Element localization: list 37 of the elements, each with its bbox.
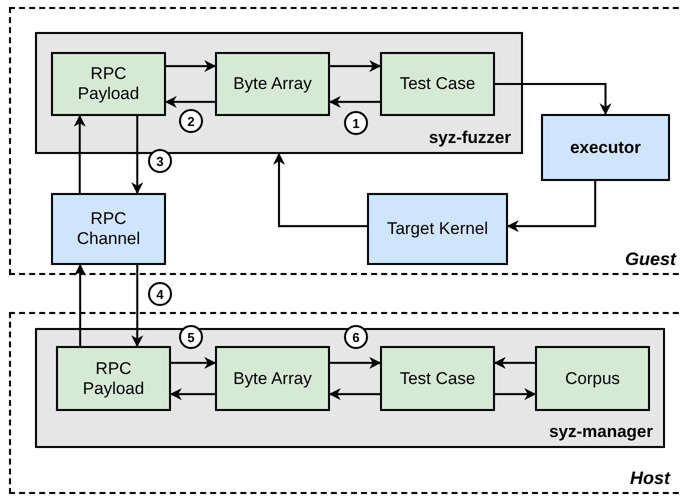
panel-title: syz-manager (549, 422, 653, 442)
component-panel (35, 32, 523, 154)
process-box: Test Case (380, 52, 495, 116)
arrow (494, 356, 535, 369)
arrow (131, 265, 144, 348)
arrow (328, 96, 380, 108)
dashed-region (9, 312, 681, 494)
process-box: Test Case (380, 346, 495, 411)
panel-title: syz-fuzzer (428, 128, 511, 148)
arrow (74, 264, 86, 346)
arrow (170, 388, 215, 400)
arrow (330, 60, 382, 72)
arrow (330, 356, 382, 369)
arrow (164, 96, 215, 108)
process-box: Byte Array (215, 346, 330, 411)
process-box: Byte Array (215, 52, 330, 116)
arrow (166, 60, 216, 72)
arrow (495, 388, 536, 400)
arrow (506, 181, 596, 232)
arrow (273, 152, 367, 228)
arrow (328, 388, 380, 400)
region-title: Guest (624, 249, 676, 270)
callout-number: 4 (148, 282, 172, 306)
process-box: RPC Payload (51, 52, 166, 116)
callout-number: 3 (148, 149, 172, 173)
process-box: Corpus (535, 346, 650, 411)
process-box: RPC Payload (56, 346, 171, 411)
dashed-region (9, 7, 681, 275)
arrow (131, 116, 144, 194)
arrow (74, 114, 86, 193)
component-panel (35, 328, 665, 448)
region-title: Host (630, 468, 670, 489)
process-box: RPC Channel (51, 193, 166, 265)
arrow (171, 356, 216, 369)
process-box: Target Kernel (367, 193, 508, 265)
arrow (495, 83, 612, 116)
process-box: executor (541, 114, 670, 181)
